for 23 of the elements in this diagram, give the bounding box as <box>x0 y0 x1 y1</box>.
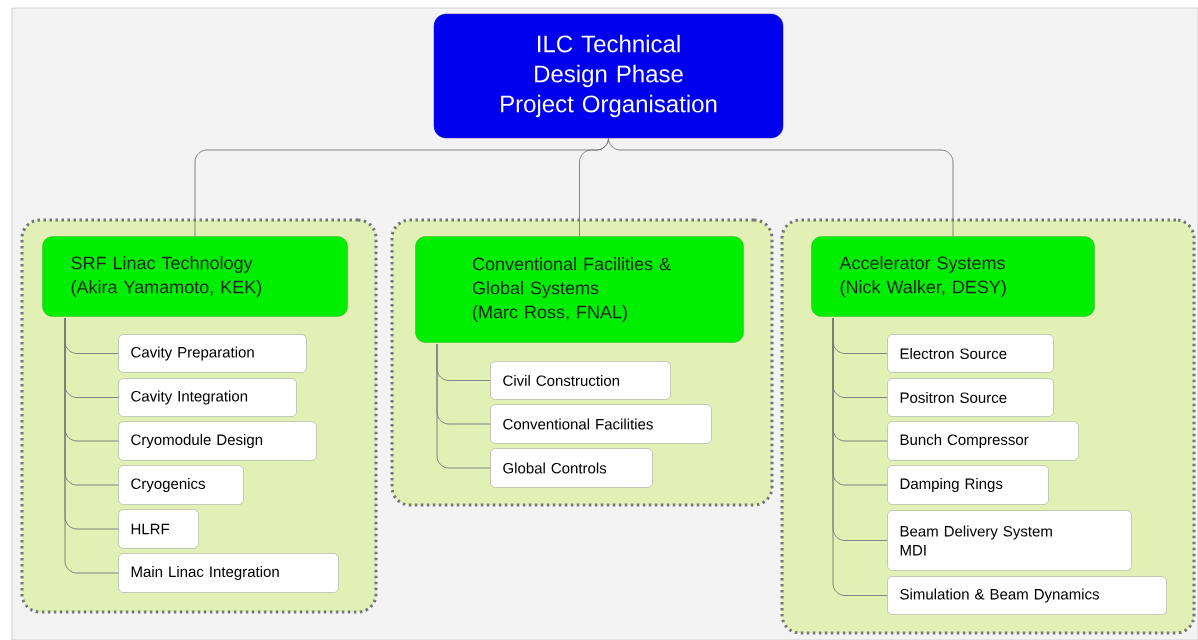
task-box: Electron Source <box>887 334 1054 373</box>
task-box: Civil Construction <box>490 361 671 400</box>
task-box: Cryomodule Design <box>118 421 317 461</box>
task-box: Beam Delivery System MDI <box>887 510 1132 571</box>
task-box: Cavity Integration <box>118 378 297 417</box>
task-box: Cavity Preparation <box>118 334 307 373</box>
connector-line <box>436 343 491 469</box>
task-box: Bunch Compressor <box>887 421 1079 461</box>
team-box: Accelerator Systems (Nick Walker, DESY) <box>811 236 1095 317</box>
title-box: ILC Technical Design Phase Project Organisation <box>433 13 784 139</box>
connector-line <box>64 317 119 574</box>
task-box: Positron Source <box>887 378 1054 417</box>
task-box: Global Controls <box>490 448 653 488</box>
team-box: SRF Linac Technology (Akira Yamamoto, KEK) <box>42 236 348 317</box>
task-box: Damping Rings <box>887 465 1049 505</box>
task-box: HLRF <box>118 509 199 549</box>
task-box: Simulation & Beam Dynamics <box>887 576 1167 615</box>
task-box: Main Linac Integration <box>118 553 339 593</box>
connector-line <box>608 137 954 237</box>
team-box: Conventional Facilities & Global Systems (Marc Ross, FNAL) <box>415 236 744 343</box>
task-box: Conventional Facilities <box>490 404 712 444</box>
connector-line <box>832 317 888 596</box>
task-box: Cryogenics <box>118 465 244 505</box>
